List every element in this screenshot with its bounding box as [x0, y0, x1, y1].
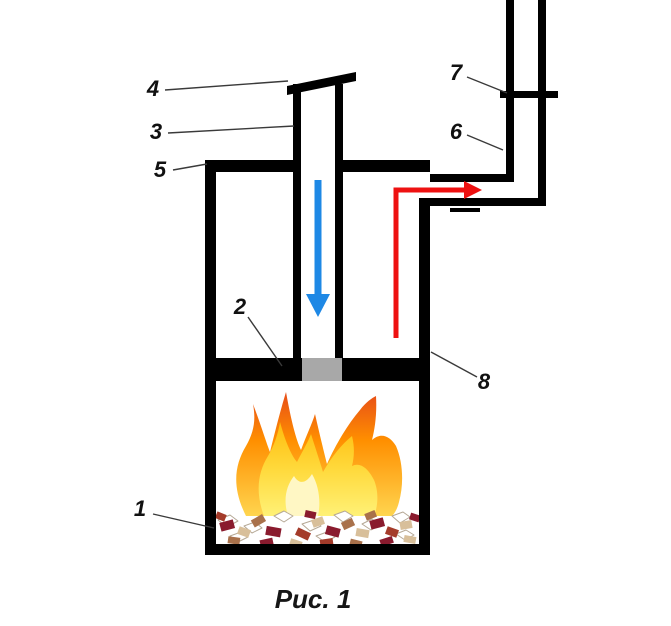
air-pipe-right-wall [335, 84, 343, 362]
air-flow-arrow [306, 180, 330, 317]
leader-line-1 [152, 513, 215, 529]
exhaust-duct-top [430, 174, 514, 182]
chimney-damper [500, 91, 558, 98]
fuel-chip [384, 526, 400, 538]
exhaust-flow-line [393, 187, 466, 338]
fuel-chip [273, 510, 294, 523]
leader-line-6 [466, 134, 504, 151]
fuel-chip [364, 509, 378, 521]
stove-left-wall [205, 160, 216, 555]
fuel-chip [409, 512, 421, 523]
disc-collar [302, 358, 342, 381]
stove-right-wall [419, 198, 430, 555]
fuel-chip [236, 526, 252, 538]
figure-caption: Рис. 1 [275, 584, 352, 614]
fuel-chip [294, 527, 312, 541]
leader-line-7 [466, 76, 508, 94]
fuel-chip [403, 535, 417, 544]
exhaust-duct-mark [450, 208, 480, 212]
stove-lid-left [205, 160, 293, 172]
fuel-chip [333, 510, 354, 523]
label-body: 8 [478, 369, 491, 394]
fuel-chip [399, 520, 413, 530]
leader-line-4 [164, 80, 289, 91]
fuel-chip [310, 516, 326, 528]
number-labels: 4 3 5 2 1 7 6 8 [134, 60, 491, 521]
fuel-chip [340, 517, 356, 531]
label-pipe: 3 [150, 119, 162, 144]
stove-bottom [205, 544, 430, 555]
stove-lid-right [343, 160, 430, 172]
leader-lines [152, 76, 508, 529]
fuel-chip [369, 517, 386, 530]
label-damper: 7 [450, 60, 464, 85]
pipe-cap [287, 72, 356, 95]
exhaust-flow-arrowhead [464, 181, 482, 199]
fuel-chip [379, 535, 394, 547]
label-chimney: 6 [450, 119, 463, 144]
chimney-right-wall [538, 0, 546, 206]
fuel-chip [304, 510, 317, 520]
exhaust-duct-bottom [419, 198, 546, 206]
fuel-chip [227, 536, 241, 545]
fuel-chip [219, 519, 236, 532]
label-piston: 2 [233, 294, 247, 319]
leader-line-3 [167, 125, 295, 134]
fuel-chip [214, 511, 227, 522]
air-flow-arrowhead [306, 294, 330, 317]
label-fuel: 1 [134, 496, 146, 521]
flame [236, 392, 403, 516]
leader-line-8 [430, 351, 478, 378]
label-lid: 5 [154, 157, 167, 182]
chimney-left-wall [506, 0, 514, 176]
fuel-chip [355, 528, 370, 539]
label-cap: 4 [146, 76, 159, 101]
fuel-chip [324, 525, 341, 538]
air-pipe-left-wall [293, 84, 301, 362]
fuel-chip [250, 514, 267, 528]
leader-line-5 [172, 163, 208, 171]
fuel-bed [214, 509, 421, 549]
fuel-chip [265, 525, 282, 538]
exhaust-flow-arrow [393, 181, 482, 338]
flame-core [285, 474, 320, 516]
leader-line-2 [247, 316, 283, 367]
